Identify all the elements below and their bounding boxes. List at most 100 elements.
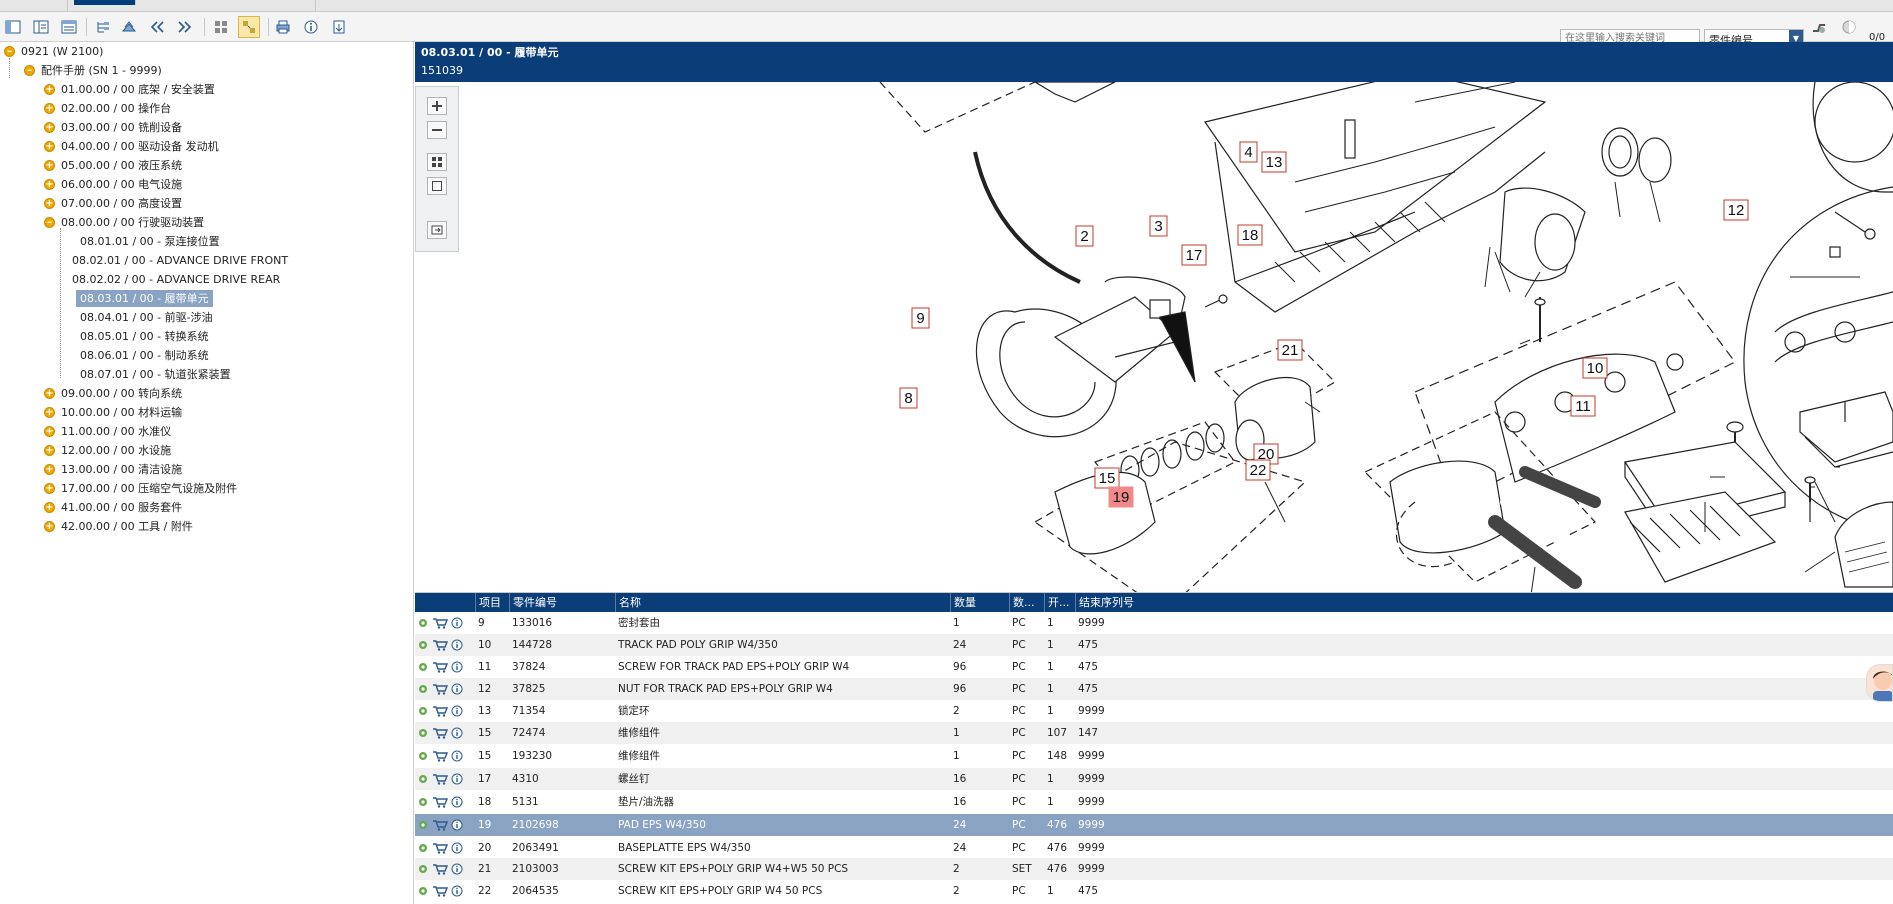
tree-item[interactable]: +13.00.00 / 00 清洁设施 [44, 461, 182, 478]
callout-box[interactable] [1570, 395, 1596, 417]
tree-item[interactable]: +10.00.00 / 00 材料运输 [44, 404, 182, 421]
tree-item[interactable]: +41.00.00 / 00 服务套件 [44, 499, 182, 516]
expand-icon[interactable]: + [44, 445, 55, 456]
callout-number[interactable]: 15 [1099, 470, 1116, 487]
callout-box[interactable] [1723, 199, 1749, 221]
collapse-icon[interactable]: – [4, 46, 15, 57]
column-header[interactable]: 项目 [475, 593, 509, 612]
info-icon[interactable] [451, 863, 463, 875]
cart-icon[interactable] [432, 639, 449, 651]
tree-child-item[interactable]: 08.02.01 / 00 - ADVANCE DRIVE FRONT [68, 252, 292, 269]
hotspot-toggle-icon[interactable] [238, 16, 260, 38]
column-header[interactable]: 数... [1009, 593, 1044, 612]
tree-item[interactable]: +02.00.00 / 00 操作台 [44, 100, 171, 117]
expand-icon[interactable]: + [44, 179, 55, 190]
gear-icon[interactable] [417, 842, 429, 854]
tree-item[interactable]: +04.00.00 / 00 驱动设备 发动机 [44, 138, 219, 155]
info-icon[interactable] [451, 705, 463, 717]
assistant-avatar[interactable] [1866, 664, 1893, 702]
cart-icon[interactable] [432, 842, 449, 854]
exploded-diagram[interactable]: 1234891011121315171819202122 [415, 82, 1893, 592]
tree-child-item[interactable]: 08.03.01 / 00 - 履带单元 [76, 290, 213, 307]
expand-icon[interactable]: + [44, 502, 55, 513]
info-icon[interactable] [451, 661, 463, 673]
callout-box[interactable] [911, 307, 930, 329]
structure-icon[interactable] [92, 16, 114, 38]
callout-number[interactable]: 17 [1186, 247, 1203, 264]
info-icon[interactable] [451, 773, 463, 785]
callout-box[interactable] [1239, 141, 1258, 163]
cart-icon[interactable] [432, 705, 449, 717]
print-icon[interactable] [272, 16, 294, 38]
callout-number[interactable]: 9 [916, 310, 924, 327]
expand-icon[interactable]: + [44, 426, 55, 437]
tree-root[interactable]: –0921 (W 2100) [4, 43, 103, 60]
expand-icon[interactable]: + [44, 160, 55, 171]
export-icon[interactable] [328, 16, 350, 38]
tree-item[interactable]: +12.00.00 / 00 水设施 [44, 442, 171, 459]
callout-number[interactable]: 13 [1266, 154, 1283, 171]
gear-icon[interactable] [417, 705, 429, 717]
previous-icon[interactable] [146, 16, 168, 38]
callout-box[interactable] [1245, 459, 1271, 481]
collapse-icon[interactable]: – [44, 217, 55, 228]
callout-number[interactable]: 8 [904, 390, 912, 407]
info-icon[interactable] [451, 750, 463, 762]
tree-item[interactable]: +01.00.00 / 00 底架 / 安全装置 [44, 81, 215, 98]
callout-number[interactable]: 2 [1080, 228, 1088, 245]
view-tree-icon[interactable] [2, 16, 24, 38]
callout-box[interactable] [1261, 151, 1287, 173]
level-up-icon[interactable] [118, 16, 140, 38]
search-button-icon[interactable] [1808, 16, 1830, 38]
callout-number[interactable]: 19 [1113, 489, 1130, 506]
cart-icon[interactable] [432, 683, 449, 695]
gear-icon[interactable] [417, 885, 429, 897]
info-icon[interactable] [451, 727, 463, 739]
gear-icon[interactable] [417, 750, 429, 762]
expand-icon[interactable]: + [44, 141, 55, 152]
callout-number[interactable]: 21 [1282, 342, 1299, 359]
info-icon[interactable] [451, 617, 463, 629]
actual-size-icon[interactable] [427, 177, 447, 195]
tab-1[interactable] [0, 0, 68, 12]
fit-page-icon[interactable] [427, 153, 447, 171]
callout-number[interactable]: 11 [1575, 398, 1591, 415]
tab-active[interactable] [74, 0, 136, 5]
gear-icon[interactable] [417, 863, 429, 875]
tab-2[interactable] [136, 0, 316, 12]
expand-icon[interactable]: + [44, 407, 55, 418]
gear-icon[interactable] [417, 796, 429, 808]
column-header[interactable]: 零件编号 [509, 593, 615, 612]
callout-number[interactable]: 4 [1244, 144, 1252, 161]
cart-icon[interactable] [432, 796, 449, 808]
cart-icon[interactable] [432, 863, 449, 875]
tree-item[interactable]: +03.00.00 / 00 铣削设备 [44, 119, 182, 136]
info-icon[interactable] [451, 796, 463, 808]
view-list-icon[interactable] [58, 16, 80, 38]
column-header[interactable]: 开... [1044, 593, 1075, 612]
next-icon[interactable] [174, 16, 196, 38]
tree-item[interactable]: –08.00.00 / 00 行驶驱动装置 [44, 214, 204, 231]
column-header[interactable]: 名称 [615, 593, 950, 612]
info-icon[interactable] [451, 683, 463, 695]
expand-icon[interactable]: + [44, 103, 55, 114]
callout-box[interactable] [1094, 467, 1120, 489]
callout-box[interactable] [1075, 225, 1094, 247]
tree-item[interactable]: +07.00.00 / 00 高度设置 [44, 195, 182, 212]
tree-manual[interactable]: –配件手册 (SN 1 - 9999) [24, 62, 162, 79]
cart-icon[interactable] [432, 885, 449, 897]
callout-number[interactable]: 20 [1258, 446, 1275, 463]
info-icon[interactable] [451, 842, 463, 854]
callout-number[interactable]: 3 [1154, 218, 1162, 235]
column-header[interactable]: 数量 [950, 593, 1009, 612]
info-icon[interactable] [451, 885, 463, 897]
expand-icon[interactable]: + [44, 198, 55, 209]
